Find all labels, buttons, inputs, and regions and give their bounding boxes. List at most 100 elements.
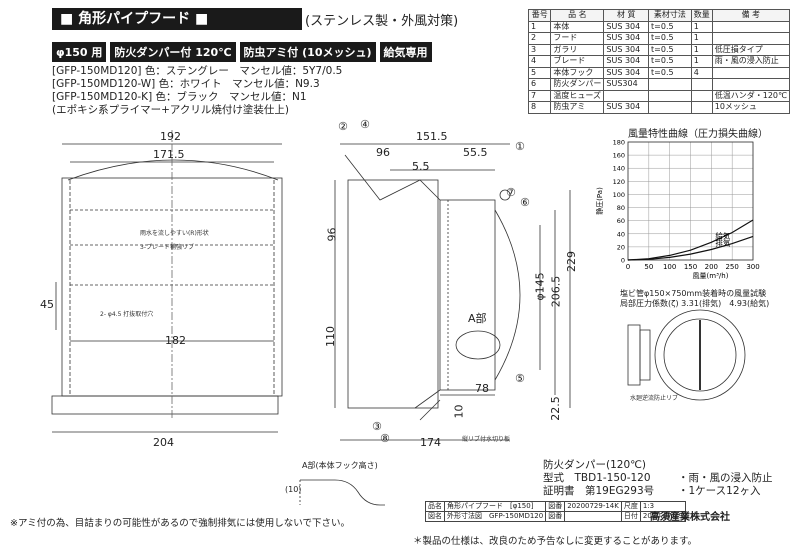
callout: ⑧ xyxy=(380,432,390,445)
chart-y-tick: 160 xyxy=(613,152,625,160)
front-view-hood-top xyxy=(67,159,279,181)
detail-label: A部 xyxy=(468,312,487,325)
side-view-damper xyxy=(494,209,521,381)
badge-diameter: φ150 用 xyxy=(52,42,107,62)
detail-a-dim: (10) xyxy=(285,485,302,494)
dim-label: 206.5 xyxy=(549,275,563,308)
badge-fire-damper: 防火ダンパー付 120℃ xyxy=(110,42,236,62)
chart-y-tick: 120 xyxy=(613,178,625,186)
side-view-body xyxy=(347,179,439,409)
page-subtitle: (ステンレス製・外風対策) xyxy=(305,14,459,29)
chart-x-tick: 150 xyxy=(684,263,697,271)
damper-features: ・雨・風の浸入防止 ・1ケース12ヶ入 xyxy=(678,472,773,498)
damper-spec-line: 証明書 第19EG293号 xyxy=(543,485,655,497)
title-block: 品名 角形パイプフード [φ150] 図番 20200729-14K 尺度 1:… xyxy=(425,501,686,522)
table-row: 図名 外形寸法図 GFP-150MD120 図番 日付 2020.07.29 xyxy=(425,511,686,522)
chart-x-tick: 50 xyxy=(644,263,653,271)
chart-y-tick: 180 xyxy=(613,139,625,147)
note: 3-ブレード補強リブ xyxy=(140,244,194,251)
dim-label: 192 xyxy=(160,130,181,143)
dim-label: 55.5 xyxy=(463,146,488,159)
dim-label: 182 xyxy=(165,334,186,347)
chart-y-tick: 140 xyxy=(613,165,625,173)
variant-item: (エポキシ系プライマー+アクリル焼付け塗装仕上) xyxy=(52,104,289,116)
dim-label: 151.5 xyxy=(416,130,448,143)
chart-y-tick: 60 xyxy=(617,217,625,225)
damper-outer-ring xyxy=(654,309,746,401)
note: 雨水を流しやすい(R)形状 xyxy=(140,230,209,237)
dim-label: 45 xyxy=(40,298,54,311)
dim-label: 229 xyxy=(565,251,578,272)
dim-label: φ145 xyxy=(533,272,547,301)
chart-note: 塩ビ管φ150×750mm装着時の風量試験 xyxy=(620,289,767,298)
table-row: 品名 角形パイプフード [φ150] 図番 20200729-14K 尺度 1:… xyxy=(425,501,686,512)
detail-a-title: A部(本体フック高さ) xyxy=(302,461,378,470)
damper-spec-line: 防火ダンパー(120℃) xyxy=(543,459,647,471)
chart-y-tick: 80 xyxy=(617,204,625,212)
feature-item: ・雨・風の浸入防止 xyxy=(678,472,773,484)
callout: ④ xyxy=(360,118,370,131)
side-view-hood xyxy=(344,154,441,201)
damper-spec-line: 型式 TBD1-150-120 xyxy=(543,472,651,484)
dim-label: 10 xyxy=(452,404,466,419)
variant-list: [GFP-150MD120] 色：ステングレー マンセル値：5Y7/0.5 [G… xyxy=(52,65,342,117)
side-view-duct xyxy=(439,199,496,391)
chart-y-label: 静圧(Pa) xyxy=(595,187,604,215)
dim-label: 110 xyxy=(324,326,337,347)
callout: ② xyxy=(338,120,348,133)
note: 2- φ4.5 打抜取付穴 xyxy=(100,311,154,318)
variant-item: [GFP-150MD120] 色：ステングレー マンセル値：5Y7/0.5 xyxy=(52,65,343,77)
dim-label: 171.5 xyxy=(153,148,185,161)
chart-title: 風量特性曲線（圧力損失曲線） xyxy=(628,129,768,140)
chart-series-label: 給気 xyxy=(715,230,730,240)
chart-y-tick: 40 xyxy=(617,230,625,238)
dim-label: 78 xyxy=(475,382,489,395)
chart-series-label: 排気 xyxy=(715,238,730,248)
chart-x-tick: 100 xyxy=(663,263,676,271)
badge-row: φ150 用 防火ダンパー付 120℃ 防虫アミ付 (10メッシュ) 給気専用 xyxy=(52,42,432,62)
chart-x-tick: 250 xyxy=(725,263,738,271)
page-title: ■ 角形パイプフード ■ xyxy=(52,8,302,30)
chart-series-line xyxy=(627,235,754,261)
callout: ① xyxy=(515,140,525,153)
feature-item: ・1ケース12ヶ入 xyxy=(678,485,761,497)
chart-frame xyxy=(627,141,754,261)
note: 縦リブ付水切り板 xyxy=(462,436,511,443)
callout: ⑦ xyxy=(506,186,516,199)
badge-insect-net: 防虫アミ付 (10メッシュ) xyxy=(239,42,376,62)
dim-label: 22.5 xyxy=(548,396,562,421)
badge-supply-only: 給気専用 xyxy=(379,42,432,62)
chart-x-label: 風量(m³/h) xyxy=(693,272,729,280)
chart-x-tick: 200 xyxy=(705,263,718,271)
footnote: ※アミ付の為、目詰まりの可能性があるので強制排気には使用しないで下さい。 xyxy=(10,518,350,529)
damper-spec: 防火ダンパー(120℃) 型式 TBD1-150-120 証明書 第19EG29… xyxy=(543,459,654,498)
dim-label: 96 xyxy=(325,227,339,242)
parts-table-header: 番号 品 名 材 質 素材寸法 数量 備 考 xyxy=(527,9,791,22)
chart-y-tick: 20 xyxy=(617,243,625,251)
callout: ⑤ xyxy=(515,372,525,385)
dim-label: 96 xyxy=(376,146,390,159)
dim-label: 204 xyxy=(153,436,174,449)
callout: ⑥ xyxy=(520,196,530,209)
front-view-base xyxy=(51,395,279,415)
chart-note: 局部圧力係数(ζ) 3.31(排気) 4.93(給気) xyxy=(620,299,770,308)
company-name: 高須産業株式会社 xyxy=(650,512,730,523)
chart-x-tick: 300 xyxy=(746,263,759,271)
chart-y-tick: 100 xyxy=(613,191,625,199)
callout: ③ xyxy=(372,420,382,433)
note: 水廻逆流防止リブ xyxy=(630,395,679,402)
footnote: ＊製品の仕様は、改良のため予告なしに変更することがあります。 xyxy=(413,536,698,547)
variant-item: [GFP-150MD120-K] 色：ブラック マンセル値：N1 xyxy=(52,91,307,103)
dim-label: 174 xyxy=(420,436,441,449)
chart-y-tick: 0 xyxy=(621,257,625,265)
